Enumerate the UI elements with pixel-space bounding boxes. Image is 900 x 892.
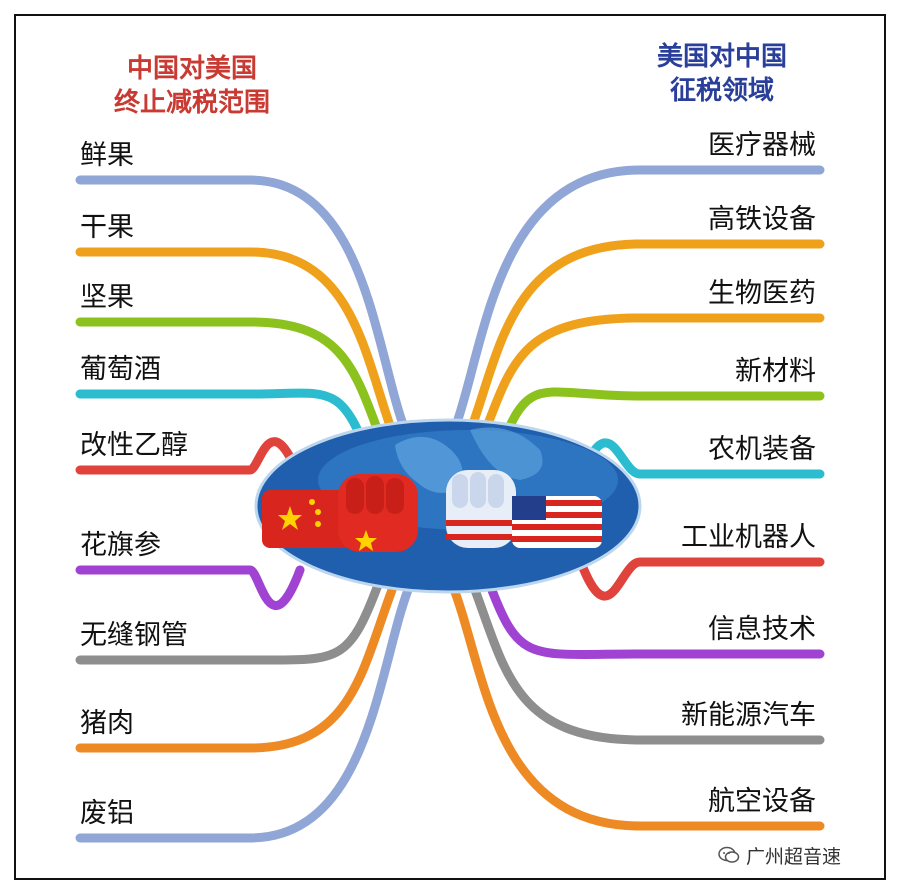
left-title-line2: 终止减税范围: [113, 88, 270, 118]
right-title-line1: 美国对中国: [656, 42, 787, 72]
right-branch-label: 新能源汽车: [681, 700, 816, 731]
right-branch-label: 航空设备: [708, 786, 816, 817]
center-hub: [254, 418, 642, 594]
left-branch-label: 干果: [80, 212, 134, 243]
branch-lines: [75, 165, 825, 843]
left-branch-line: [75, 585, 397, 753]
china-fist-icon: [338, 474, 418, 552]
right-branch-line: [450, 587, 825, 831]
left-branch-line: [75, 175, 410, 435]
usa-fist-icon: [446, 470, 516, 548]
right-branch-label: 高铁设备: [708, 204, 816, 235]
left-branch-label: 无缝钢管: [80, 620, 188, 651]
continent-shape: [395, 436, 463, 493]
china-flag-small-star-3: [315, 521, 321, 527]
right-branch-line: [450, 165, 825, 433]
left-title: 中国对美国 终止减税范围: [92, 52, 292, 120]
left-branch-line: [75, 585, 413, 843]
chat-bubble-icon: [718, 846, 740, 863]
left-branch-label: 鲜果: [80, 140, 134, 171]
left-branch-line: [75, 565, 305, 610]
right-branch-label: 医疗器械: [708, 130, 816, 161]
china-flag-small-star-2: [315, 509, 321, 515]
continent-shape-2: [470, 427, 543, 480]
left-branch-line: [75, 247, 400, 445]
right-branch-line: [465, 239, 825, 437]
right-branch-label: 农机装备: [708, 434, 816, 465]
right-branch-label: 信息技术: [708, 614, 816, 645]
china-flag-star: [278, 506, 302, 530]
watermark: 广州超音速: [718, 842, 878, 868]
right-branch-line: [477, 313, 825, 445]
left-branch-line: [75, 580, 383, 665]
right-title-line2: 征税领域: [669, 76, 774, 106]
china-flag-sleeve: [262, 490, 358, 548]
left-branch-label: 猪肉: [80, 708, 134, 739]
right-branch-line: [470, 585, 825, 745]
left-branch-label: 葡萄酒: [80, 354, 161, 385]
right-branch-label: 新材料: [735, 356, 816, 387]
left-branch-label: 坚果: [80, 282, 134, 313]
right-title: 美国对中国 征税领域: [622, 40, 822, 108]
right-branch-label: 生物医药: [708, 278, 816, 309]
left-branch-label: 花旗参: [80, 530, 161, 561]
left-branch-line: [75, 317, 390, 455]
left-branch-label: 废铝: [80, 798, 134, 829]
usa-flag-sleeve: [512, 496, 602, 548]
left-title-line1: 中国对美国: [126, 54, 257, 84]
right-branch-label: 工业机器人: [681, 522, 816, 553]
china-flag-small-star: [309, 499, 315, 505]
watermark-text: 广州超音速: [746, 845, 842, 868]
right-branch-line: [575, 555, 825, 601]
right-branch-line: [485, 580, 825, 660]
left-branch-label: 改性乙醇: [80, 430, 188, 461]
